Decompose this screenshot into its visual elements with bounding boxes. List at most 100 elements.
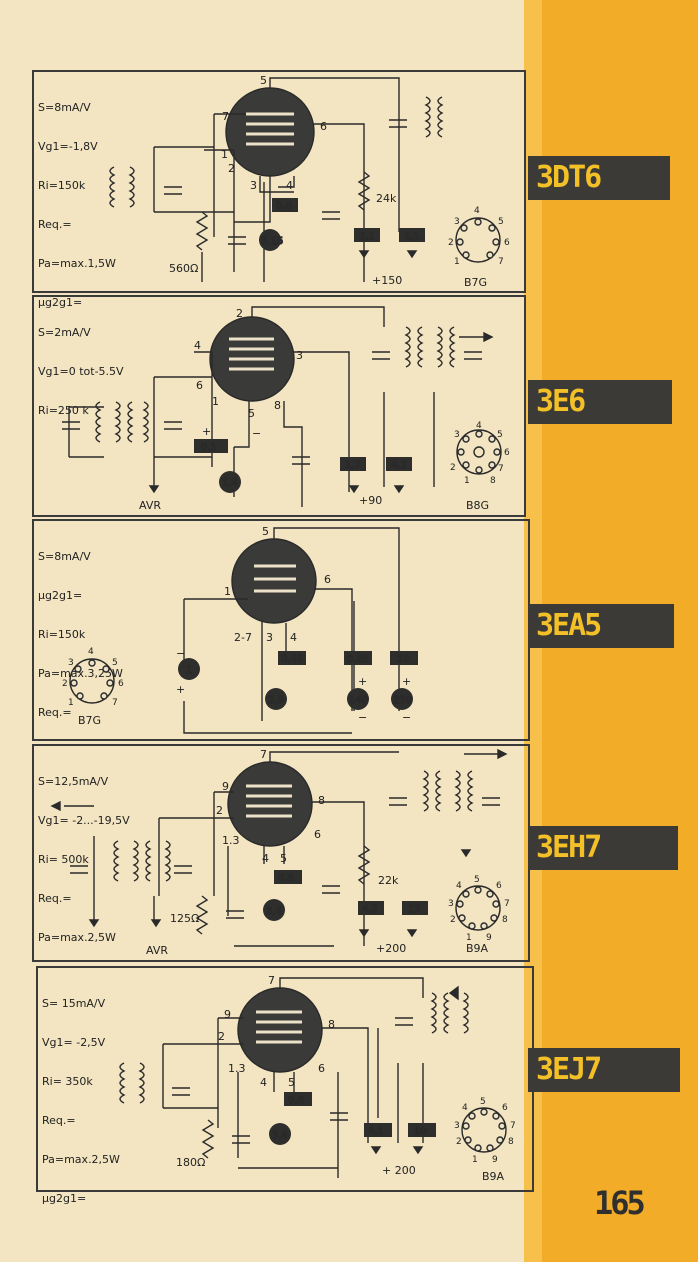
resistor [195, 211, 209, 251]
pin-label: 2 [228, 162, 235, 175]
base-pin: 1 [472, 1155, 478, 1165]
base-pin: 6 [496, 881, 502, 891]
base-pin: 2 [456, 1137, 462, 1147]
base-pin: 3 [454, 217, 460, 227]
spec-line: S=2mA/V [38, 326, 91, 339]
voltage-value: 2,1 [359, 231, 375, 242]
tube-envelope [231, 538, 317, 624]
pin-label: 9 [222, 780, 229, 793]
pin-label: 7 [222, 110, 229, 123]
base-pin: 3 [454, 1121, 460, 1131]
base-pin: 2 [450, 463, 456, 473]
resistor [201, 1119, 215, 1159]
base-pin: 9 [486, 933, 492, 943]
agc-label: AVR [139, 499, 161, 512]
pin-label: 6 [318, 1062, 325, 1075]
spec-line: µg2g1= [38, 589, 83, 602]
base-pin: 4 [88, 647, 94, 657]
supply-label: +200 [376, 942, 406, 955]
voltage-value: 12 [408, 904, 421, 915]
base-pin: 7 [498, 257, 504, 267]
base-pin: 1 [466, 933, 472, 943]
base-pin: 5 [480, 1097, 486, 1107]
specs-3ea5: S=8mA/V µg2g1= Ri=150k Pa=max.3,25W Req.… [38, 524, 123, 745]
base-pin: 4 [462, 1103, 468, 1113]
base-label: B9A [482, 1170, 505, 1183]
base-pin: 3 [68, 658, 74, 668]
input-coil [119, 1062, 126, 1104]
spec-line: S=12,5mA/V [38, 775, 109, 788]
base-label: B7G [78, 714, 101, 727]
tube-envelope [227, 761, 313, 847]
base-pin: 3 [454, 430, 460, 440]
page-number: 165 [594, 1184, 646, 1222]
spec-line: Req.= [38, 706, 72, 719]
resistor-24k [357, 171, 371, 211]
tube-type-label-3dt6: 3DT6 [528, 156, 670, 200]
pin-label: 6 [320, 120, 327, 133]
input-coil [95, 401, 102, 443]
base-pin: 7 [510, 1121, 516, 1131]
base-pin: 8 [508, 1137, 514, 1147]
pin-label: 5 [260, 74, 267, 87]
component-label: 24k [376, 192, 397, 205]
specs-3eh7: S=12,5mA/V Vg1= -2...-19,5V Ri= 500k Req… [38, 749, 130, 970]
pin-label: 8 [328, 1018, 335, 1031]
pin-label: 4 [262, 852, 269, 865]
schematic-3e6: 2 4 3 6 1 5 8 + − AVR +90 B8G 4 5 3 6 2 … [62, 306, 510, 512]
spec-line: Vg1=0 tot-5.5V [38, 365, 124, 378]
base-diagram [456, 429, 502, 475]
voltage-value: 0,6 [288, 1095, 304, 1106]
base-pin: 7 [498, 464, 504, 474]
polarity-sign: − [252, 427, 261, 440]
pin-label: 5 [262, 525, 269, 538]
spec-line: Vg1= -2...-19,5V [38, 814, 130, 827]
spec-line: Req.= [42, 1114, 76, 1127]
base-pin: 3 [448, 899, 454, 909]
voltage-value: 4.2 [391, 460, 407, 471]
pin-label: 3 [250, 179, 257, 192]
voltage-value: 0,45 [281, 654, 303, 665]
pin-label: 4 [194, 339, 201, 352]
pin-label: 5 [288, 1076, 295, 1089]
output-coil [430, 992, 437, 1034]
voltage-value: 0.1 [201, 442, 217, 453]
polarity-sign: − [176, 647, 185, 660]
pin-label: 7 [268, 974, 275, 987]
tube-panel-3e6: S=2mA/V Vg1=0 tot-5.5V Ri=250 k 2 4 [32, 295, 526, 517]
pin-label: 8 [318, 794, 325, 807]
pin-label: 6 [196, 379, 203, 392]
base-pin: 1 [464, 476, 470, 486]
input-coil-2 [128, 166, 135, 208]
base-pin: 1 [454, 257, 460, 267]
base-pin: 8 [490, 476, 496, 486]
voltage-value: 0,6 [276, 201, 292, 212]
base-diagram [69, 658, 115, 704]
pin-label: 2 [218, 1030, 225, 1043]
base-label: B8G [466, 499, 489, 512]
voltage-value: 140 [349, 695, 368, 706]
pin-label: 2 [236, 307, 243, 320]
base-pin: 5 [497, 430, 503, 440]
tube-envelope [225, 87, 315, 177]
base-pin: 7 [112, 698, 118, 708]
pin-label: 4 [290, 631, 297, 644]
spec-line: Pa=max.2,5W [42, 1153, 120, 1166]
base-pin: 4 [476, 421, 482, 431]
input-coil [109, 166, 116, 208]
spec-line: S= 15mA/V [42, 997, 106, 1010]
output-coil [424, 96, 431, 138]
base-pin: 6 [502, 1103, 508, 1113]
tube-type-label-3ej7: 3EJ7 [528, 1048, 680, 1092]
resistor [195, 895, 209, 935]
pin-label: 7 [260, 748, 267, 761]
tube-type-label-3e6: 3E6 [528, 380, 672, 424]
tube-panel-3ea5: S=8mA/V µg2g1= Ri=150k Pa=max.3,25W Req.… [32, 519, 530, 741]
schematic-3ej7: 7 9 2 8 1.3 4 5 6 180Ω + 200 B9A 5 4 6 3… [119, 974, 516, 1183]
pin-label: 6 [324, 573, 331, 586]
pin-label: 3 [266, 631, 273, 644]
base-pin: 2 [450, 915, 456, 925]
spec-line: S=8mA/V [38, 101, 91, 114]
component-label: 180Ω [176, 1156, 205, 1169]
